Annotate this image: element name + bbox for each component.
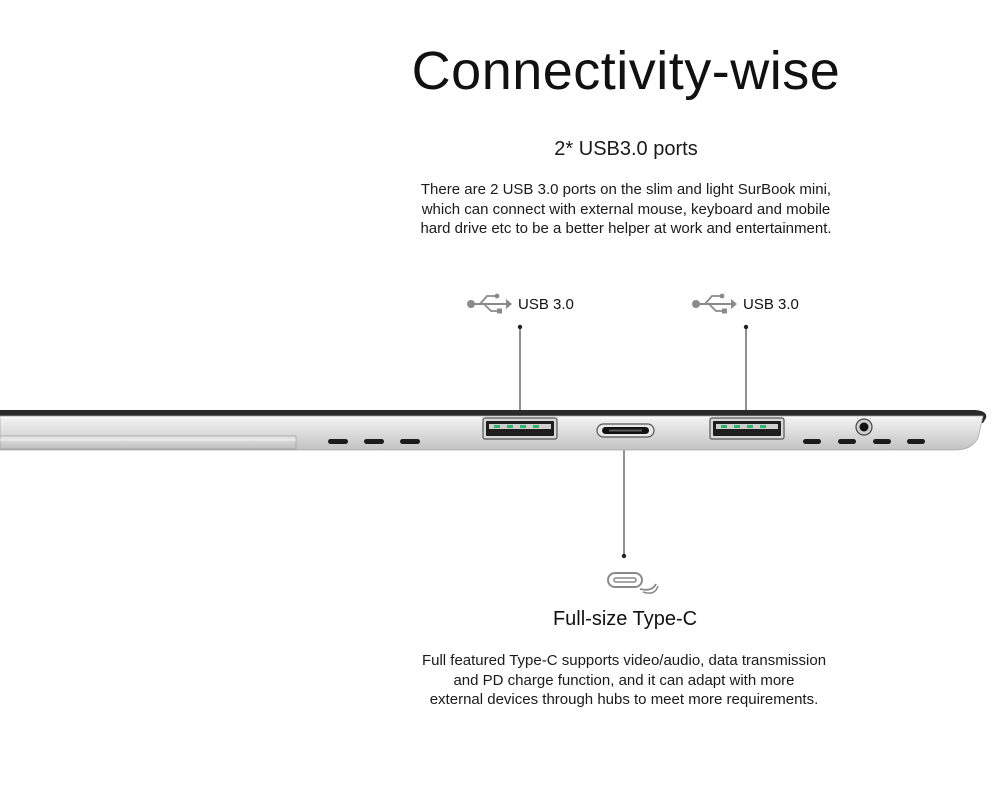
type-c-connector-icon (607, 572, 659, 594)
type-c-description-line: external devices through hubs to meet mo… (429, 691, 819, 708)
type-c-port (596, 423, 655, 438)
type-c-description-line: Full featured Type-C supports video/audi… (421, 652, 827, 669)
usb-icon (692, 293, 737, 314)
tablet-side-profile (0, 410, 987, 451)
callout-line (517, 324, 749, 559)
usb-port (709, 417, 785, 440)
usb-icon (467, 293, 512, 314)
usb-section-description: There are 2 USB 3.0 ports on the slim an… (376, 180, 876, 239)
usb-port-label: USB 3.0 (518, 296, 574, 313)
usb-section-subtitle: 2* USB3.0 ports (554, 138, 698, 160)
type-c-description: Full featured Type-C supports video/audi… (374, 651, 874, 710)
usb-description-line: There are 2 USB 3.0 ports on the slim an… (420, 181, 832, 198)
page-title: Connectivity-wise (411, 41, 841, 101)
type-c-title: Full-size Type-C (552, 608, 698, 630)
usb-port (482, 417, 558, 440)
usb-description-line: which can connect with external mouse, k… (421, 200, 831, 218)
type-c-description-line: and PD charge function, and it can adapt… (453, 671, 795, 689)
usb-description-line: hard drive etc to be a better helper at … (420, 220, 832, 237)
usb-port-label: USB 3.0 (743, 296, 799, 313)
audio-jack (855, 418, 873, 436)
